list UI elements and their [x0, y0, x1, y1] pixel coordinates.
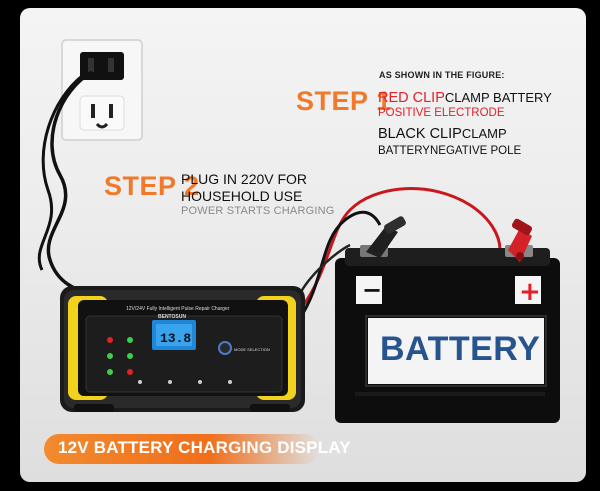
- display-banner-text: 12V BATTERY CHARGING DISPLAY: [58, 438, 351, 457]
- battery: − +: [335, 245, 560, 423]
- step2-line1: PLUG IN 220V FOR: [181, 171, 308, 187]
- black-clamp-icon: [366, 216, 406, 258]
- red-cable: [298, 187, 502, 311]
- step1-title: STEP 1: [296, 86, 392, 116]
- red-clip-instruction: RED CLIPCLAMP BATTERY: [378, 90, 552, 106]
- step2-line3: POWER STARTS CHARGING: [181, 205, 335, 217]
- charger-brand: BENTOSUN: [158, 314, 186, 320]
- lcd-readout: 13.8: [160, 331, 191, 346]
- charger: 13.8 12V/24V Fully Intelligent Pulse Rep…: [60, 286, 305, 412]
- negative-pole-text: BATTERYNEGATIVE POLE: [378, 145, 521, 157]
- black-cable: [298, 210, 382, 319]
- minus-terminal-icon: −: [362, 276, 382, 304]
- black-clip-label: BLACK CLIP: [378, 126, 462, 142]
- power-cord: [46, 70, 93, 292]
- black-clip-text: CLAMP: [461, 126, 507, 141]
- red-clamp-icon: [508, 218, 533, 262]
- plus-terminal-icon: +: [519, 277, 541, 307]
- black-clip-instruction: BLACK CLIPCLAMP: [378, 126, 507, 142]
- charger-model-text: 12V/24V Fully Intelligent Pulse Repair C…: [126, 306, 230, 312]
- battery-word-small: BATTERY: [378, 145, 430, 157]
- figure-caption: AS SHOWN IN THE FIGURE:: [379, 70, 505, 80]
- step2-title: STEP 2: [104, 171, 200, 201]
- positive-electrode-text: POSITIVE ELECTRODE: [378, 107, 505, 119]
- mode-selection-label: MODE SELECTION: [234, 347, 270, 352]
- battery-label: BATTERY: [380, 330, 541, 368]
- wall-outlet: [61, 39, 143, 141]
- display-banner: [44, 434, 320, 464]
- step2-line2: HOUSEHOLD USE: [181, 188, 303, 204]
- red-clip-text: CLAMP BATTERY: [444, 90, 552, 105]
- negative-pole-label: NEGATIVE POLE: [429, 145, 522, 157]
- red-clip-label: RED CLIP: [378, 90, 445, 106]
